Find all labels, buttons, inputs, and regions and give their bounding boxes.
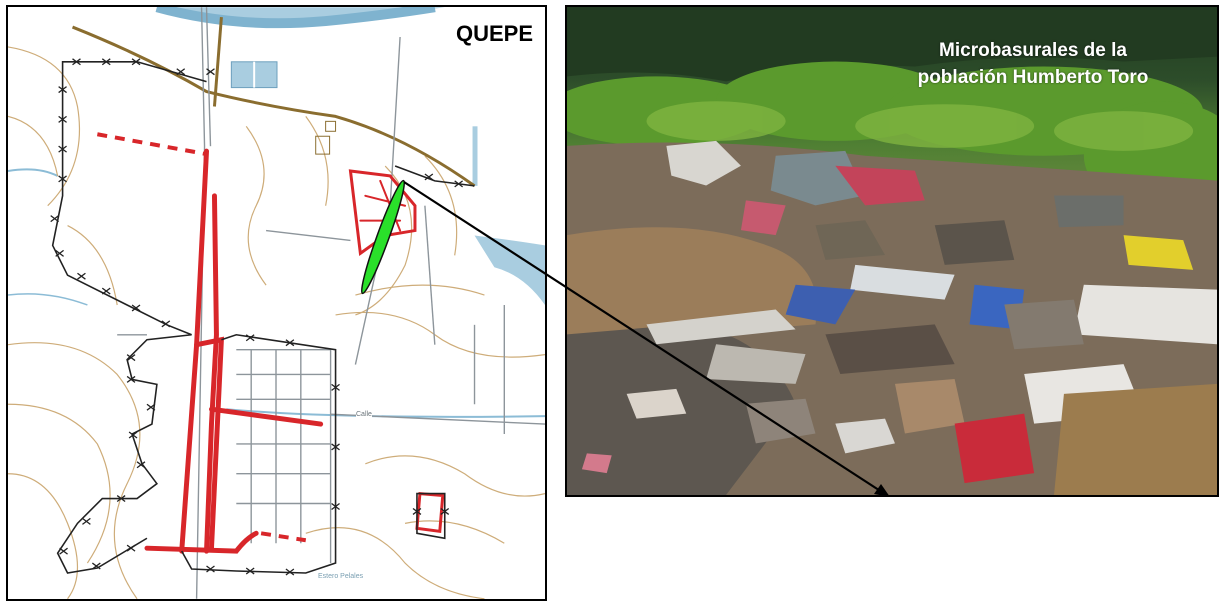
stream-label: Estero Pelales [318, 573, 364, 580]
photo-caption-line1: Microbasurales de la [939, 40, 1127, 61]
map-panel: QUEPE Calle Estero Pelales [6, 5, 547, 601]
map-title: QUEPE [453, 21, 535, 47]
photo-caption-line2: población Humberto Toro [917, 67, 1149, 88]
green-ellipse-marker-icon [360, 179, 406, 295]
topographic-map [8, 7, 545, 599]
street-label: Calle [356, 411, 372, 418]
photo-panel: Microbasurales de la población Humberto … [565, 5, 1219, 497]
photo-caption: Microbasurales de la población Humberto … [861, 37, 1205, 91]
